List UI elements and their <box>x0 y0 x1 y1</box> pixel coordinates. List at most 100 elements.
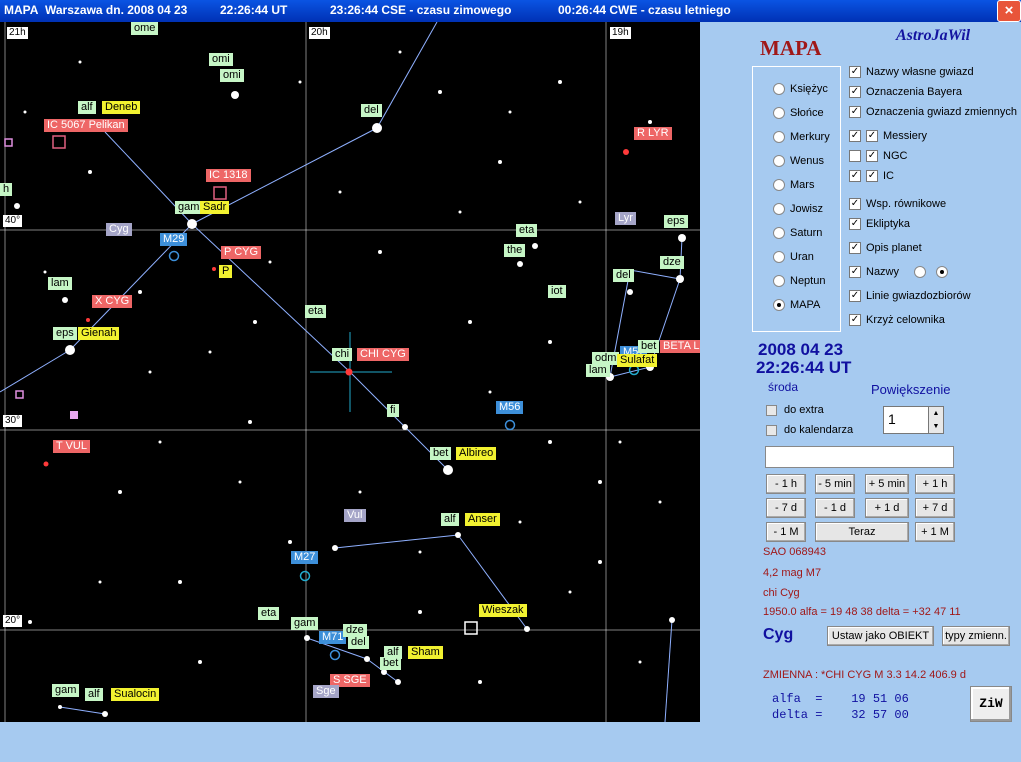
label-sham[interactable]: Sham <box>408 646 443 659</box>
minus-7d-button[interactable]: - 7 d <box>766 498 806 518</box>
plus-1h-button[interactable]: + 1 h <box>915 474 955 494</box>
check-variables[interactable]: ✓Oznaczenia gwiazd zmiennych <box>849 106 1018 119</box>
label-sualocin[interactable]: Sualocin <box>111 688 160 701</box>
radio-ksiezyc[interactable]: Księżyc <box>773 83 828 99</box>
label-odm[interactable]: odm <box>592 352 620 365</box>
label-gam-del[interactable]: gam <box>52 684 80 697</box>
label-wieszak[interactable]: Wieszak <box>479 604 527 617</box>
zoom-stepper[interactable]: 1 ▲▼ <box>883 406 944 434</box>
label-eta-lyr[interactable]: eta <box>516 224 538 237</box>
names-radio-on[interactable] <box>936 266 953 279</box>
label-beta-l[interactable]: BETA L <box>660 340 700 353</box>
label-eps-lyr[interactable]: eps <box>664 215 688 228</box>
label-eps-cyg[interactable]: eps <box>53 327 77 340</box>
label-ome[interactable]: ome <box>131 22 159 35</box>
label-albireo[interactable]: Albireo <box>456 447 497 460</box>
check-planets[interactable]: ✓Opis planet <box>849 242 922 255</box>
label-ic-5067[interactable]: IC 5067 Pelikan <box>44 119 128 132</box>
radio-jowisz[interactable]: Jowisz <box>773 203 823 219</box>
ziw-button[interactable]: ZiW <box>970 686 1012 722</box>
check-cross[interactable]: ✓Krzyż celownika <box>849 314 945 327</box>
label-alf-cyg[interactable]: alf <box>78 101 96 114</box>
check-ecliptic[interactable]: ✓Ekliptyka <box>849 218 911 231</box>
label-omi-1[interactable]: omi <box>209 53 233 66</box>
label-bet-lyr[interactable]: bet <box>638 340 660 353</box>
radio-wenus[interactable]: Wenus <box>773 155 824 171</box>
label-eta-sge[interactable]: eta <box>258 607 280 620</box>
label-gam-cyg[interactable]: gam <box>175 201 203 214</box>
label-gienah[interactable]: Gienah <box>78 327 120 340</box>
radio-saturn[interactable]: Saturn <box>773 227 822 243</box>
label-cyg[interactable]: Cyg <box>106 223 132 236</box>
spin-up-icon[interactable]: ▲ <box>932 410 940 417</box>
label-gam-sge[interactable]: gam <box>291 617 319 630</box>
radio-mars[interactable]: Mars <box>773 179 814 195</box>
plus-1m-button[interactable]: + 1 M <box>915 522 955 542</box>
search-input[interactable] <box>765 446 954 468</box>
label-fi[interactable]: fi <box>387 404 399 417</box>
plus-7d-button[interactable]: + 7 d <box>915 498 955 518</box>
radio-slonce[interactable]: Słońce <box>773 107 824 123</box>
label-p-cyg[interactable]: P CYG <box>221 246 262 259</box>
minus-1m-button[interactable]: - 1 M <box>766 522 806 542</box>
label-eta-cyg[interactable]: eta <box>305 305 327 318</box>
label-alf-sge[interactable]: alf <box>384 646 402 659</box>
minus-1d-button[interactable]: - 1 d <box>815 498 855 518</box>
now-button[interactable]: Teraz <box>815 522 909 542</box>
check-equatorial[interactable]: ✓Wsp. równikowe <box>849 198 947 211</box>
label-lyr[interactable]: Lyr <box>615 212 636 225</box>
label-dze-lyr[interactable]: dze <box>660 256 684 269</box>
label-x-cyg[interactable]: X CYG <box>92 295 133 308</box>
label-m56[interactable]: M56 <box>496 401 524 414</box>
check-names[interactable]: ✓Nazwy własne gwiazd <box>849 66 974 79</box>
spin-down-icon[interactable]: ▼ <box>932 423 940 430</box>
label-lam-cyg[interactable]: lam <box>48 277 72 290</box>
set-object-button[interactable]: Ustaw jako OBIEKT <box>827 626 934 646</box>
label-m27[interactable]: M27 <box>291 551 319 564</box>
plus-1d-button[interactable]: + 1 d <box>865 498 909 518</box>
label-alf-del[interactable]: alf <box>85 688 103 701</box>
label-p[interactable]: P <box>219 265 233 278</box>
label-lam-lyr[interactable]: lam <box>586 364 610 377</box>
label-sge[interactable]: Sge <box>313 685 339 698</box>
check-ngc[interactable]: ✓NGC <box>849 150 907 166</box>
label-the-lyr[interactable]: the <box>504 244 526 257</box>
label-omi-2[interactable]: omi <box>220 69 244 82</box>
check-lines[interactable]: ✓Linie gwiazdozbiorów <box>849 290 971 303</box>
label-bet-cyg[interactable]: bet <box>430 447 452 460</box>
minus-5min-button[interactable]: - 5 min <box>815 474 855 494</box>
radio-neptun[interactable]: Neptun <box>773 275 825 291</box>
label-alf-vul[interactable]: alf <box>441 513 459 526</box>
close-button[interactable]: × <box>997 0 1021 22</box>
label-h[interactable]: h <box>0 183 13 196</box>
label-del-lyr[interactable]: del <box>613 269 634 282</box>
minus-1h-button[interactable]: - 1 h <box>766 474 806 494</box>
label-m29[interactable]: M29 <box>160 233 188 246</box>
label-iot[interactable]: iot <box>548 285 566 298</box>
label-ic-1318[interactable]: IC 1318 <box>206 169 251 182</box>
check-to-calendar[interactable]: do kalendarza <box>766 424 853 436</box>
label-m71[interactable]: M71 <box>319 631 347 644</box>
label-chi[interactable]: chi <box>332 348 353 361</box>
check-messier[interactable]: ✓✓Messiery <box>849 130 928 143</box>
label-bet-sge[interactable]: bet <box>380 657 402 670</box>
label-del-cyg[interactable]: del <box>361 104 382 117</box>
label-dze-sge[interactable]: dze <box>343 624 367 637</box>
radio-merkury[interactable]: Merkury <box>773 131 830 147</box>
label-deneb[interactable]: Deneb <box>102 101 141 114</box>
check-to-extra[interactable]: do extra <box>766 404 824 416</box>
label-s-sge[interactable]: S SGE <box>330 674 370 687</box>
label-r-lyr[interactable]: R LYR <box>634 127 672 140</box>
variable-types-button[interactable]: typy zmienn. <box>942 626 1010 646</box>
label-t-vul[interactable]: T VUL <box>53 440 90 453</box>
spinner[interactable]: ▲▼ <box>928 407 943 433</box>
label-sulafat[interactable]: Sulafat <box>617 354 658 367</box>
label-vul[interactable]: Vul <box>344 509 366 522</box>
check-ic[interactable]: ✓✓IC <box>849 170 894 183</box>
plus-5min-button[interactable]: + 5 min <box>865 474 909 494</box>
star-map[interactable]: 21h 20h 19h 40° 30° 20° ome omi omi alf … <box>0 22 700 722</box>
label-sadr[interactable]: Sadr <box>200 201 230 214</box>
label-chi-cyg[interactable]: CHI CYG <box>357 348 409 361</box>
check-names2[interactable]: ✓Nazwy <box>849 266 949 282</box>
label-del-sge[interactable]: del <box>348 636 369 649</box>
